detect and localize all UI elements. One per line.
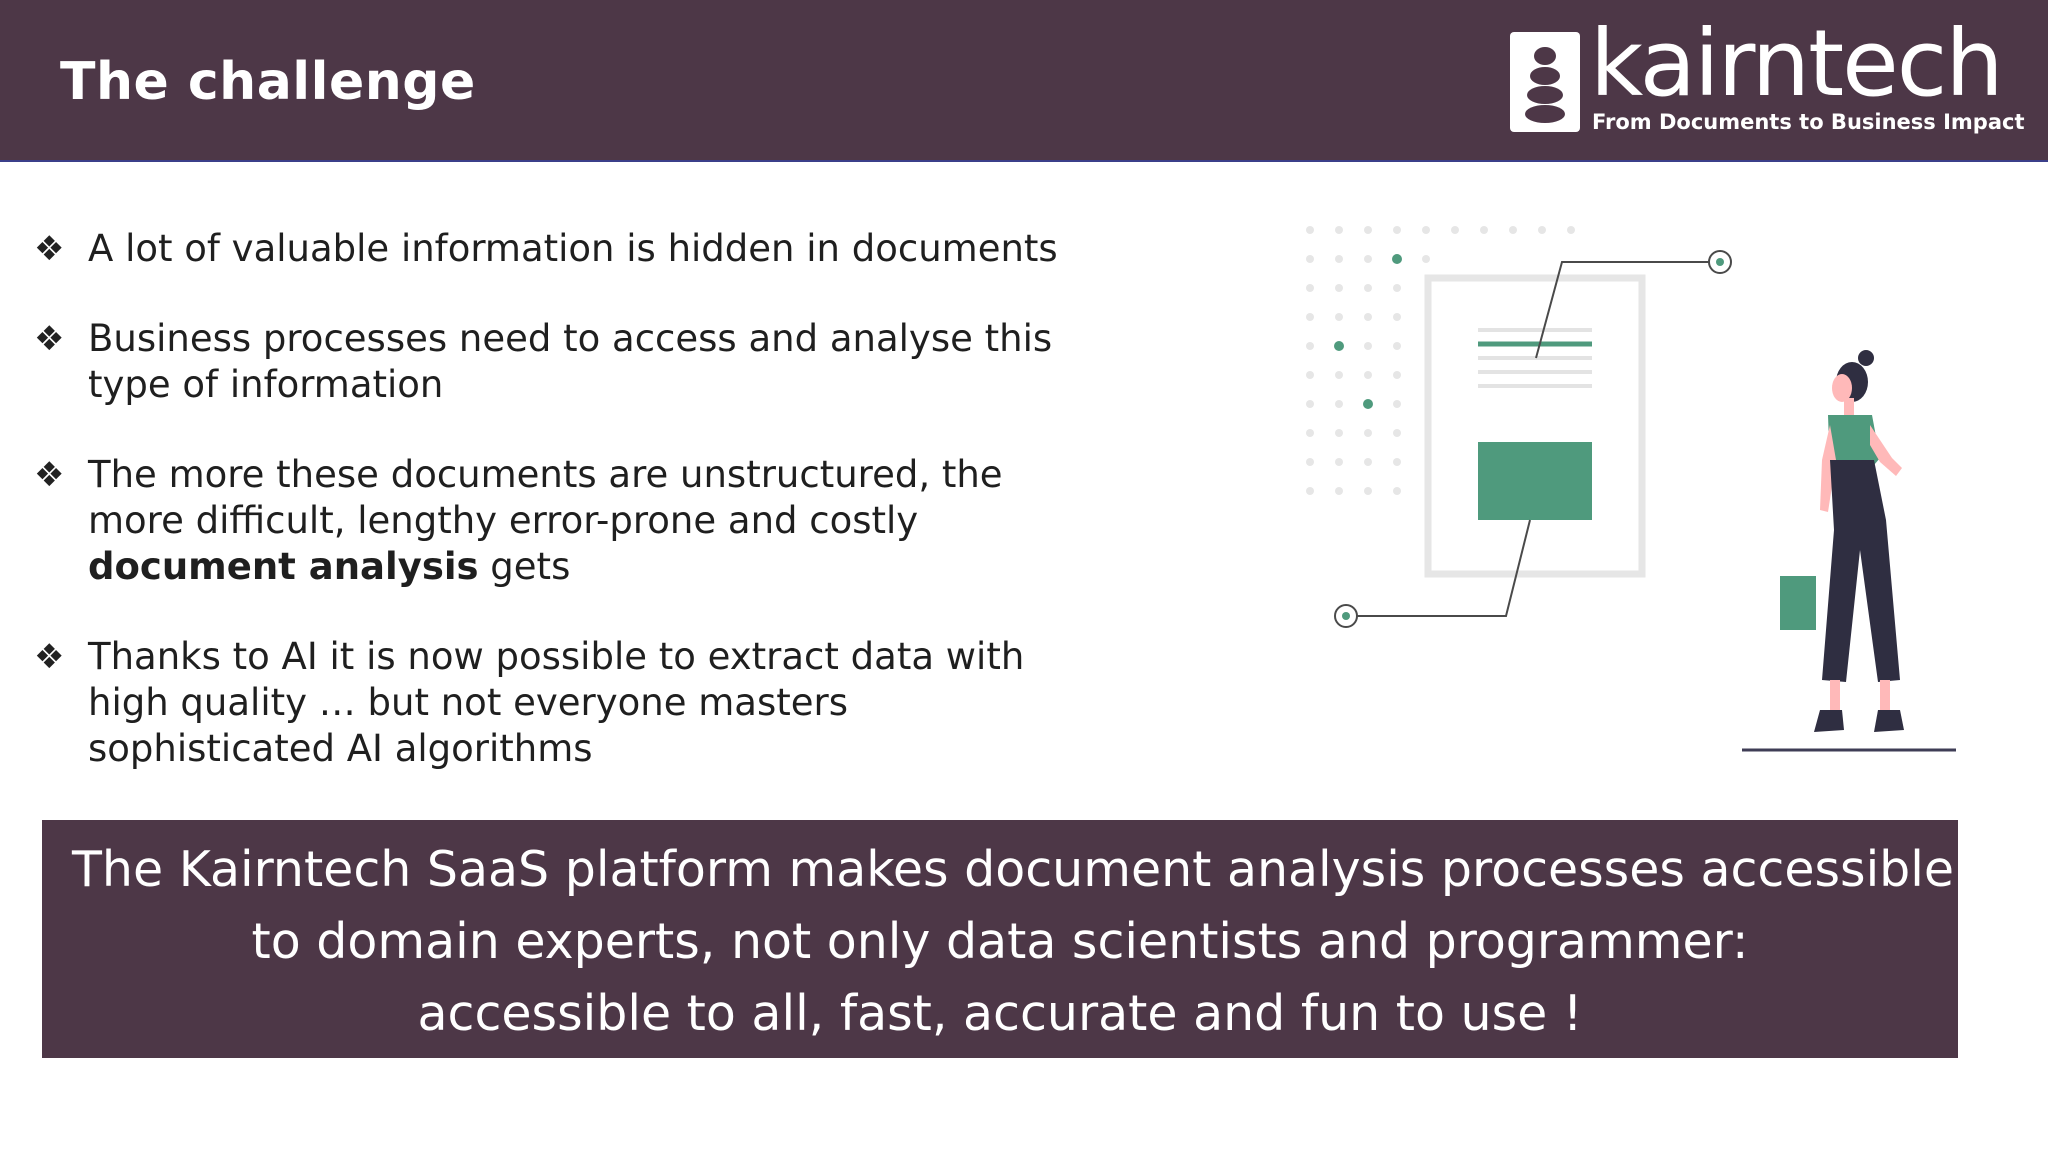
logo-icon-box: [1510, 32, 1580, 132]
slide-header: The challenge kairntech From Documents t…: [0, 0, 2048, 162]
bullet-text: Thanks to AI it is now possible to extra…: [88, 635, 1024, 770]
bullet-text-line: The more these documents are unstructure…: [88, 453, 1003, 496]
bullet-text-line: Business processes need to access and an…: [88, 317, 1053, 360]
grid-dot: [1335, 255, 1343, 263]
grid-dot: [1335, 371, 1343, 379]
grid-dot: [1393, 342, 1401, 350]
grid-dot: [1306, 400, 1314, 408]
document-image-block: [1478, 442, 1592, 520]
woman-figure: [1780, 350, 1904, 732]
bullet-item: ❖ Thanks to AI it is now possible to ext…: [30, 634, 1190, 772]
four-diamond-bullet-icon: ❖: [34, 319, 65, 359]
grid-dot: [1335, 429, 1343, 437]
logo-tagline: From Documents to Business Impact: [1592, 110, 2025, 134]
grid-dot: [1335, 226, 1343, 234]
document-page-icon: [1424, 274, 1646, 578]
callout-line: to domain experts, not only data scienti…: [251, 913, 1749, 970]
callout-line: accessible to all, fast, accurate and fu…: [417, 985, 1583, 1042]
bullet-text: A lot of valuable information is hidden …: [88, 227, 1058, 270]
grid-dot: [1364, 226, 1372, 234]
grid-dot: [1335, 487, 1343, 495]
woman-with-document-illustration: [1290, 210, 1990, 770]
grid-dot: [1306, 255, 1314, 263]
grid-dot: [1306, 226, 1314, 234]
grid-dot: [1392, 254, 1402, 264]
grid-dot: [1364, 429, 1372, 437]
bullet-text-line: Thanks to AI it is now possible to extra…: [88, 635, 1025, 678]
bullet-text-line: type of information: [88, 363, 444, 406]
grid-dot: [1306, 429, 1314, 437]
grid-dot: [1306, 342, 1314, 350]
four-diamond-bullet-icon: ❖: [34, 637, 65, 677]
four-diamond-bullet-icon: ❖: [34, 455, 65, 495]
illustration-svg: [1306, 226, 1956, 752]
grid-dot: [1480, 226, 1488, 234]
bullet-text-line: sophisticated AI algorithms: [88, 727, 593, 770]
grid-dot: [1334, 341, 1344, 351]
grid-dot: [1567, 226, 1575, 234]
stacked-stones-icon: [1525, 47, 1565, 123]
grid-dot: [1393, 284, 1401, 292]
bullet-item: ❖ A lot of valuable information is hidde…: [30, 226, 1190, 272]
kairntech-logo: kairntech From Documents to Business Imp…: [1508, 18, 2024, 134]
grid-dot: [1335, 284, 1343, 292]
grid-dot: [1538, 226, 1546, 234]
bullet-text-line: high quality … but not everyone masters: [88, 681, 848, 724]
grid-dot: [1364, 371, 1372, 379]
grid-dot: [1393, 226, 1401, 234]
bullet-text-line: more difficult, lengthy error-prone and …: [88, 499, 919, 542]
bullet-item: ❖ The more these documents are unstructu…: [30, 452, 1190, 590]
grid-dot: [1306, 487, 1314, 495]
grid-dot: [1335, 458, 1343, 466]
logo-wordmark: kairntech: [1590, 10, 2004, 117]
grid-dot: [1393, 458, 1401, 466]
grid-dot: [1364, 313, 1372, 321]
grid-dot: [1306, 313, 1314, 321]
grid-dot: [1306, 458, 1314, 466]
slide-title: The challenge: [60, 52, 476, 112]
grid-dot: [1306, 284, 1314, 292]
grid-dot: [1393, 313, 1401, 321]
four-diamond-bullet-icon: ❖: [34, 229, 65, 269]
bullet-text: The more these documents are unstructure…: [88, 453, 1003, 588]
bullet-item: ❖ Business processes need to access and …: [30, 316, 1190, 408]
bullet-text-bold: document analysis: [88, 545, 479, 588]
bullet-text-tail: gets: [478, 545, 571, 588]
grid-dot: [1393, 400, 1401, 408]
grid-dot: [1509, 226, 1517, 234]
grid-dot: [1363, 399, 1373, 409]
grid-dot: [1393, 487, 1401, 495]
grid-dot: [1451, 226, 1459, 234]
grid-dot: [1422, 255, 1430, 263]
grid-dot: [1335, 400, 1343, 408]
callout-banner: The Kairntech SaaS platform makes docume…: [42, 820, 1958, 1058]
grid-dot: [1393, 371, 1401, 379]
grid-dot: [1364, 487, 1372, 495]
grid-dot: [1364, 255, 1372, 263]
folder-icon: [1780, 576, 1816, 630]
challenge-bullet-list: ❖ A lot of valuable information is hidde…: [30, 226, 1190, 816]
grid-dot: [1364, 284, 1372, 292]
grid-dot: [1364, 458, 1372, 466]
grid-dot: [1422, 226, 1430, 234]
dot-grid-pattern: [1306, 226, 1575, 495]
grid-dot: [1393, 429, 1401, 437]
callout-line: The Kairntech SaaS platform makes docume…: [72, 841, 1955, 898]
grid-dot: [1306, 371, 1314, 379]
grid-dot: [1364, 342, 1372, 350]
grid-dot: [1335, 313, 1343, 321]
bullet-text: Business processes need to access and an…: [88, 317, 1052, 406]
